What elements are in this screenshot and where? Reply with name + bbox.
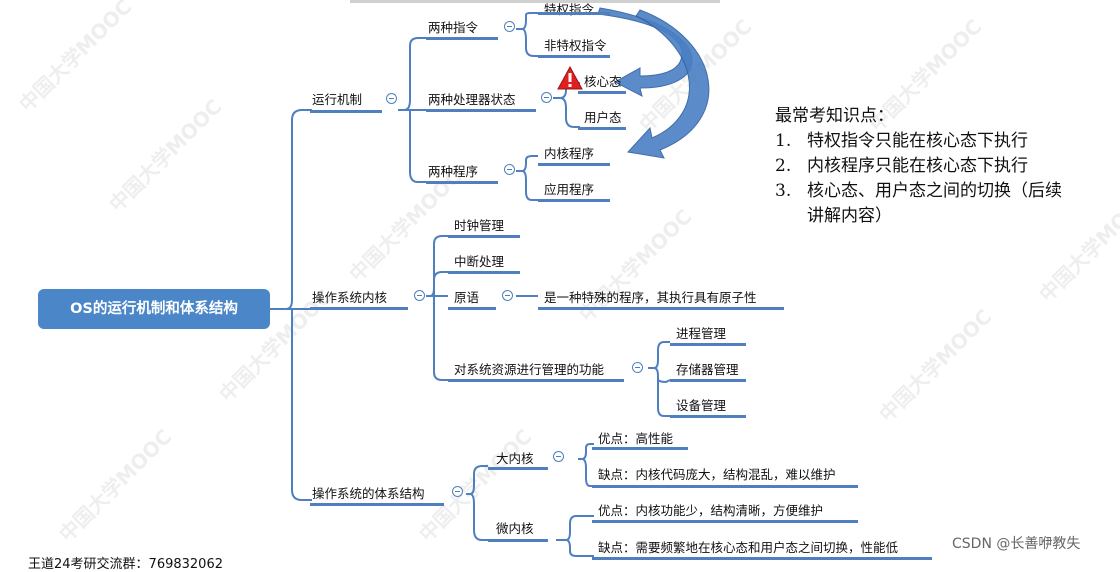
collapse-toggle-icon[interactable] [386,93,397,104]
notes-item: 1.特权指令只能在核心态下执行 [775,131,1028,151]
node-underline [448,271,520,274]
node-kernel-program[interactable]: 内核程序 [544,146,595,161]
node-underline [448,235,520,238]
node-underline [538,163,610,166]
collapse-toggle-icon[interactable] [504,21,515,32]
node-microkernel-con[interactable]: 缺点：需要频繁地在核心态和用户态之间切换，性能低 [598,540,899,555]
node-clock-management[interactable]: 时钟管理 [454,218,505,233]
bottom-caption: 王道24考研交流群：769832062 [28,557,223,572]
node-primitive-description[interactable]: 是一种特殊的程序，其执行具有原子性 [544,290,757,305]
node-underline [426,109,536,112]
node-microkernel[interactable]: 微内核 [496,521,534,536]
node-underline [578,91,626,94]
node-monolithic-con[interactable]: 缺点：内核代码庞大，结构混乱，难以维护 [598,467,836,482]
node-underline [592,447,688,450]
node-device-management[interactable]: 设备管理 [676,398,727,413]
node-os-architecture[interactable]: 操作系统的体系结构 [312,486,425,501]
collapse-toggle-icon[interactable] [414,290,425,301]
notes-item: 3.核心态、用户态之间的切换（后续 [775,181,1062,201]
node-underline [448,379,624,382]
node-underline [592,485,858,488]
node-process-management[interactable]: 进程管理 [676,326,727,341]
node-memory-management[interactable]: 存储器管理 [676,362,739,377]
node-underline [592,520,858,523]
node-non-privileged-instruction[interactable]: 非特权指令 [544,38,607,53]
root-node[interactable]: OS的运行机制和体系结构 [38,289,270,329]
node-monolithic-pro[interactable]: 优点：高性能 [598,431,674,446]
collapse-toggle-icon[interactable] [504,164,515,175]
node-underline [310,503,444,506]
notes-title: 最常考知识点： [775,106,894,126]
node-resource-management[interactable]: 对系统资源进行管理的功能 [454,362,605,377]
node-monolithic-kernel[interactable]: 大内核 [496,451,534,466]
node-run-mechanism[interactable]: 运行机制 [312,92,363,107]
node-user-state[interactable]: 用户态 [584,110,622,125]
node-privileged-instruction[interactable]: 特权指令 [544,2,595,17]
node-underline [538,12,610,15]
node-underline [670,343,746,346]
node-underline [670,379,746,382]
warning-icon [557,66,583,90]
notes-item: 2.内核程序只能在核心态下执行 [775,156,1028,176]
node-underline [592,557,932,560]
node-underline [310,307,408,310]
node-underline [538,55,610,58]
node-two-programs[interactable]: 两种程序 [428,164,479,179]
node-microkernel-pro[interactable]: 优点：内核功能少，结构清晰，方便维护 [598,503,824,518]
top-strip [350,0,720,3]
node-underline [426,181,498,184]
node-underline [538,307,784,310]
node-underline [426,37,498,40]
node-underline [448,307,496,310]
collapse-toggle-icon[interactable] [541,92,552,103]
node-underline [488,467,548,470]
node-underline [670,415,746,418]
node-underline [538,199,610,202]
csdn-watermark: CSDN @长善咿教失 [952,536,1081,552]
key-points-notes: 最常考知识点： 1.特权指令只能在核心态下执行 2.内核程序只能在核心态下执行 … [775,104,1062,229]
node-underline [488,539,548,542]
node-two-cpu-states[interactable]: 两种处理器状态 [428,92,516,107]
node-underline [578,127,626,130]
node-underline [310,110,382,113]
node-interrupt-handling[interactable]: 中断处理 [454,254,505,269]
collapse-toggle-icon[interactable] [452,486,463,497]
node-two-instructions[interactable]: 两种指令 [428,20,479,35]
notes-item: 讲解内容） [807,206,892,226]
node-primitive[interactable]: 原语 [454,290,480,305]
collapse-toggle-icon[interactable] [553,451,564,462]
collapse-toggle-icon[interactable] [502,290,513,301]
node-os-kernel[interactable]: 操作系统内核 [312,290,388,305]
node-application-program[interactable]: 应用程序 [544,182,595,197]
node-kernel-state[interactable]: 核心态 [584,74,622,89]
collapse-toggle-icon[interactable] [632,362,643,373]
